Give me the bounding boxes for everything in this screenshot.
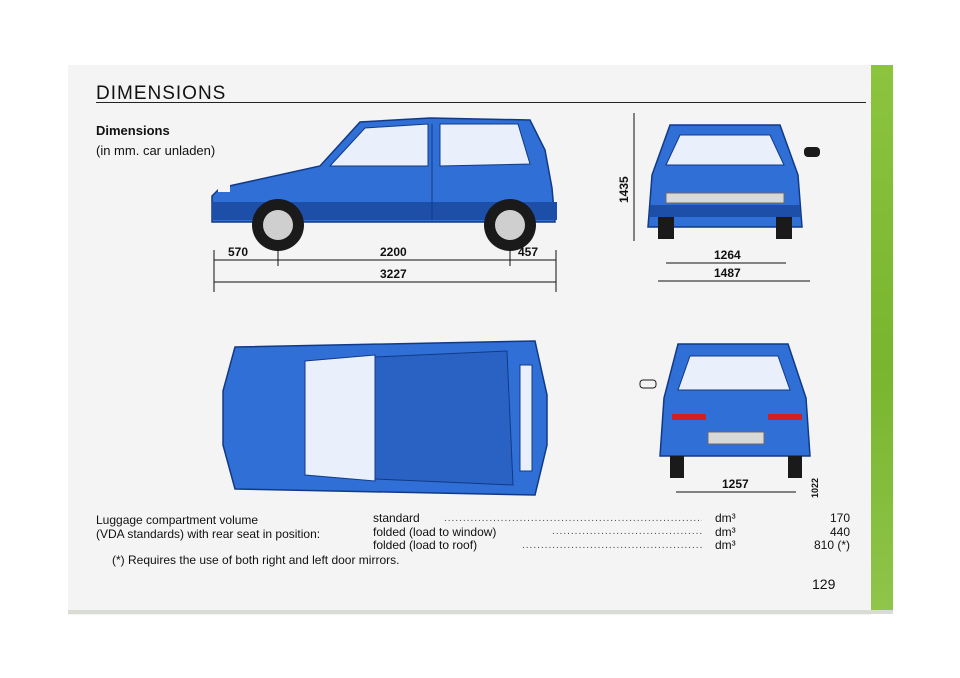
luggage-volume-label: Luggage compartment volume (VDA standard… [96, 513, 320, 541]
leader-dots: ........................................… [444, 513, 702, 524]
luggage-positions: standard folded (load to window) folded … [373, 511, 497, 553]
luggage-value: 440 [829, 524, 850, 539]
rear-view-car [639, 343, 811, 478]
mirror-footnote: (*) Requires the use of both right and l… [112, 553, 400, 567]
overall-length-label: 3227 [380, 267, 407, 281]
luggage-position: folded (load to roof) [373, 538, 478, 552]
top-view-figure [222, 340, 548, 496]
front-view-car [647, 124, 820, 239]
wheelbase-label: 2200 [380, 245, 407, 259]
luggage-unit: dm³ [715, 538, 736, 552]
rear-track-label: 1257 [722, 477, 749, 491]
top-view-car [222, 340, 548, 496]
rear-view-figure: 1257 1022 [639, 343, 820, 498]
title-rule [96, 102, 866, 103]
overall-width-label: 1487 [714, 266, 741, 280]
height-label: 1435 [617, 176, 631, 203]
side-view-car [211, 117, 557, 251]
rear-overhang-label: 457 [518, 245, 538, 259]
front-overhang-label: 570 [228, 245, 248, 259]
ground-clearance-label: 1022 [810, 478, 820, 498]
luggage-unit: dm³ [715, 524, 736, 539]
luggage-value: 810 (*) [813, 538, 850, 552]
luggage-unit: dm³ [715, 511, 736, 525]
side-view-figure: 570 2200 457 3227 [211, 117, 557, 292]
front-dimension-lines [633, 113, 810, 282]
luggage-label-line2: (VDA standards) with rear seat in positi… [96, 527, 321, 541]
dimensions-heading: Dimensions [96, 123, 170, 138]
front-track-label: 1264 [714, 248, 741, 262]
dimensions-note: (in mm. car unladen) [96, 143, 216, 158]
luggage-label-line1: Luggage compartment volume [96, 513, 259, 527]
leader-dots: ........................................… [522, 540, 702, 551]
side-dimension-lines [213, 250, 557, 292]
luggage-position: folded (load to window) [373, 524, 497, 539]
luggage-units: dm³ dm³ dm³ [715, 511, 736, 553]
front-view-figure: 1435 1264 1487 [617, 113, 820, 282]
luggage-values: 170 440 810 (*) [800, 511, 850, 553]
edge-color-strip [871, 65, 893, 612]
section-title: DIMENSIONS [96, 83, 227, 104]
page-number: 129 [812, 576, 836, 592]
luggage-value: 170 [829, 511, 850, 525]
page-shadow [68, 610, 893, 614]
luggage-position: standard [373, 511, 420, 525]
leader-dots: ........................................… [552, 526, 702, 537]
